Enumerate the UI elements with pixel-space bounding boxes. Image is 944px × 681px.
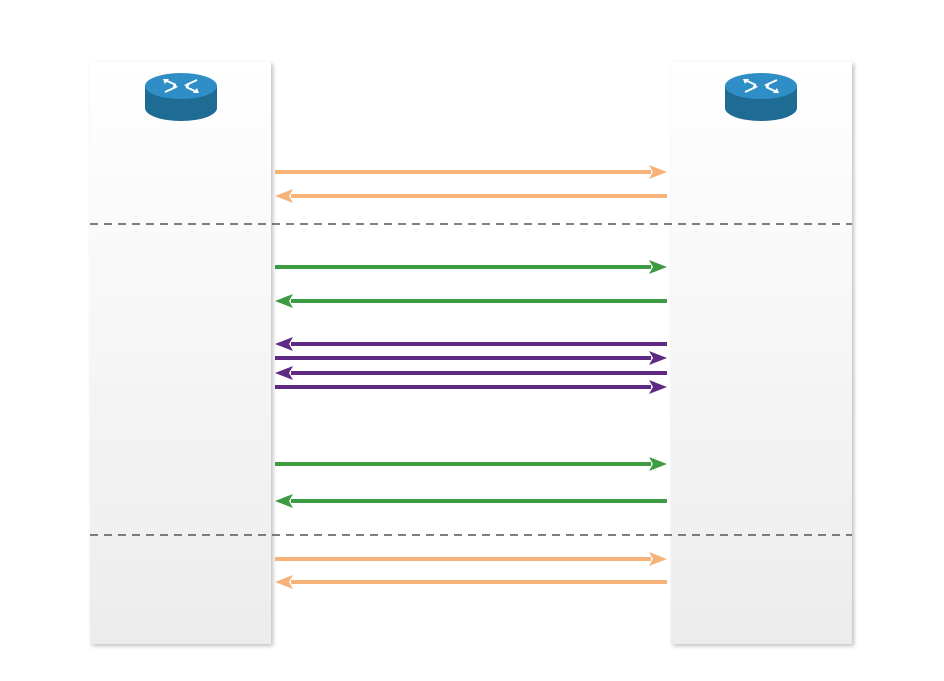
message-arrow-left	[275, 575, 667, 589]
right-device-column	[671, 62, 852, 644]
left-device-column	[90, 62, 271, 644]
message-arrow-left	[275, 189, 667, 203]
message-arrow-right	[275, 457, 667, 471]
message-arrow-left	[275, 337, 667, 351]
message-arrow-right	[275, 260, 667, 274]
message-arrow-right	[275, 552, 667, 566]
message-arrow-right	[275, 165, 667, 179]
message-arrow-right	[275, 380, 667, 394]
router-icon	[725, 73, 797, 121]
router-icon	[145, 73, 217, 121]
message-arrow-left	[275, 494, 667, 508]
message-arrow-right	[275, 351, 667, 365]
message-arrow-left	[275, 294, 667, 308]
message-arrow-left	[275, 366, 667, 380]
